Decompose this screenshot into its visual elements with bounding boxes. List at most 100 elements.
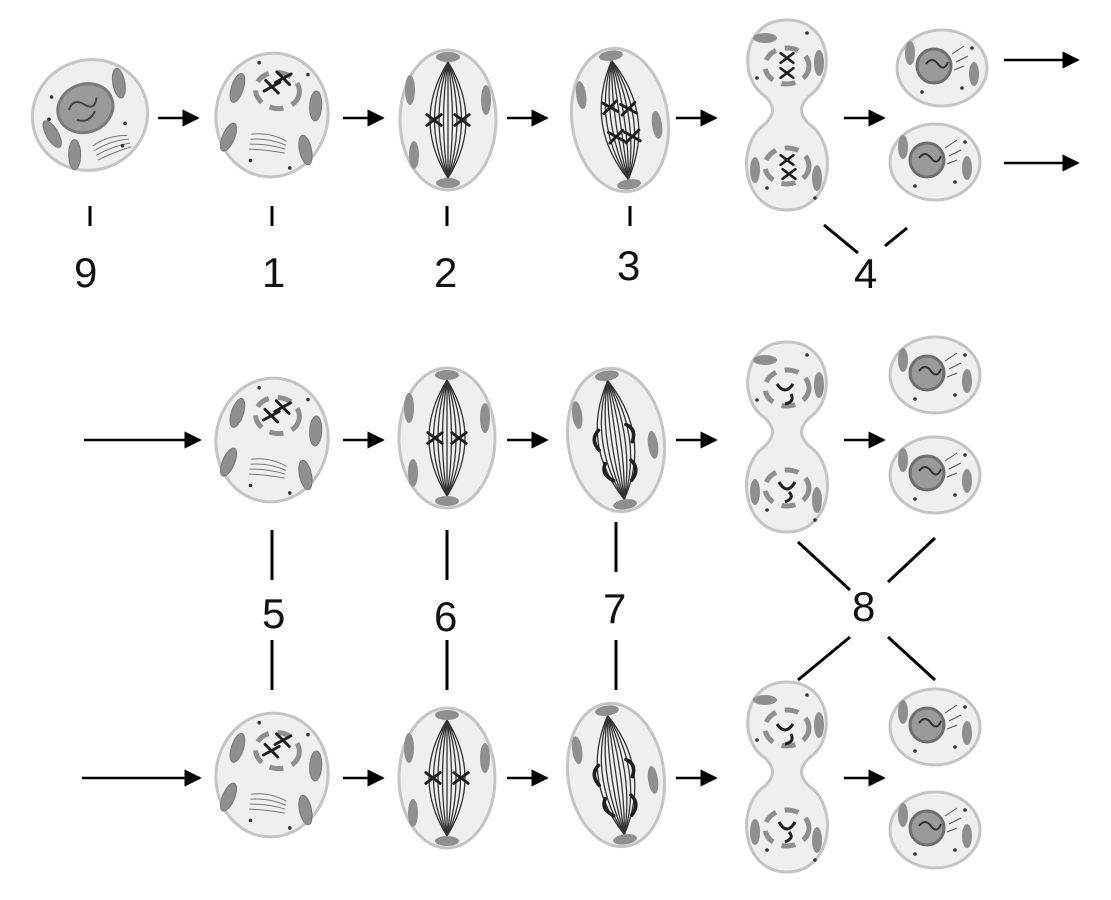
centrosome <box>613 834 637 845</box>
nuclear-envelope <box>253 69 302 112</box>
spindle-fiber <box>600 715 625 835</box>
cytoskeleton <box>944 704 962 730</box>
centrosome <box>436 178 460 188</box>
golgi-line <box>249 468 286 475</box>
cell-telophase <box>745 18 829 212</box>
mitochondrion <box>962 824 972 848</box>
spindle-fiber <box>447 61 454 179</box>
leader-line <box>886 536 937 584</box>
granule <box>913 397 917 401</box>
nucleus <box>908 354 946 392</box>
mitochondrion <box>898 348 908 372</box>
granule <box>306 397 310 402</box>
mitochondrion <box>42 120 62 148</box>
chromatin <box>918 718 942 728</box>
label-stage-6: 6 <box>434 593 458 640</box>
granule <box>960 86 964 90</box>
spindle-fiber <box>607 715 626 835</box>
mitochondrion <box>898 700 908 724</box>
mitochondrion <box>229 73 246 103</box>
spindle-fiber <box>446 379 453 497</box>
nuclear-envelope <box>762 145 812 187</box>
cell-prophase <box>214 51 330 179</box>
spindle-fiber <box>607 715 628 835</box>
chromosome <box>425 113 443 127</box>
chromosome <box>777 481 797 504</box>
centrosome <box>613 499 637 510</box>
spindle-fiber <box>608 60 629 180</box>
granule <box>765 508 769 512</box>
spindle-fiber <box>446 379 457 497</box>
golgi-line <box>249 473 285 479</box>
cell-prophase <box>214 376 330 504</box>
cytoskeleton <box>944 352 962 378</box>
centrosome <box>435 370 459 380</box>
chromosome <box>453 113 471 127</box>
golgi-line <box>251 793 287 802</box>
chromosome <box>262 742 281 759</box>
leader-line <box>796 540 852 592</box>
golgi-line <box>250 463 287 471</box>
granule <box>287 166 292 170</box>
spindle-fiber <box>437 719 448 837</box>
cell-daughter <box>895 28 989 108</box>
leader-line <box>884 226 908 248</box>
chromosome <box>624 757 636 779</box>
label-stage-4: 4 <box>854 250 878 297</box>
spindle-fiber <box>600 60 629 180</box>
granule <box>306 732 310 737</box>
chromosome <box>273 732 293 748</box>
spindle-fiber <box>604 60 629 180</box>
spindle-fiber <box>447 61 458 179</box>
granule <box>248 158 253 163</box>
cell-daughter <box>888 790 982 870</box>
centrosome <box>435 496 459 506</box>
granule <box>913 497 917 501</box>
centrosome <box>617 179 641 190</box>
mitochondrion <box>969 62 979 86</box>
spindle-fiber <box>607 380 628 500</box>
nuclear-envelope <box>762 467 812 509</box>
mitochondrion <box>111 67 126 99</box>
mitochondrion <box>814 372 824 398</box>
mitochondrion <box>647 431 659 459</box>
nucleus <box>56 82 115 135</box>
mitochondrion <box>309 90 323 122</box>
chromosome <box>624 422 636 444</box>
mitochondrion <box>647 766 659 794</box>
spindle-fiber <box>446 719 457 837</box>
golgi-line <box>250 798 287 806</box>
cell-daughter <box>888 335 982 415</box>
granule <box>970 46 974 50</box>
mitochondrion <box>298 459 313 491</box>
label-stage-9: 9 <box>74 249 98 296</box>
granule <box>257 720 261 725</box>
cell-telophase <box>745 680 829 874</box>
label-stage-7: 7 <box>603 585 627 632</box>
spindle-fiber <box>611 60 630 180</box>
nucleus <box>908 706 946 744</box>
granule <box>755 398 759 402</box>
nucleus <box>908 454 946 492</box>
mitochondrion <box>408 799 418 827</box>
golgi-line <box>251 133 287 142</box>
cell-prophase <box>214 711 330 839</box>
leader-line <box>797 635 851 682</box>
granule <box>123 121 127 126</box>
golgi-line <box>95 142 131 156</box>
nuclear-envelope <box>762 45 812 87</box>
golgi-line <box>92 134 128 147</box>
mitochondrion <box>962 369 972 393</box>
spindle-fiber <box>604 715 625 835</box>
mitochondrion <box>481 85 491 115</box>
nucleus <box>908 141 946 179</box>
chromatin <box>918 466 942 476</box>
cell-daughter <box>888 435 982 515</box>
centrosome <box>599 50 623 61</box>
granule <box>953 745 957 749</box>
golgi-line <box>249 148 285 154</box>
mitochondrion <box>68 139 82 171</box>
granule <box>755 76 759 80</box>
granule <box>953 393 957 397</box>
